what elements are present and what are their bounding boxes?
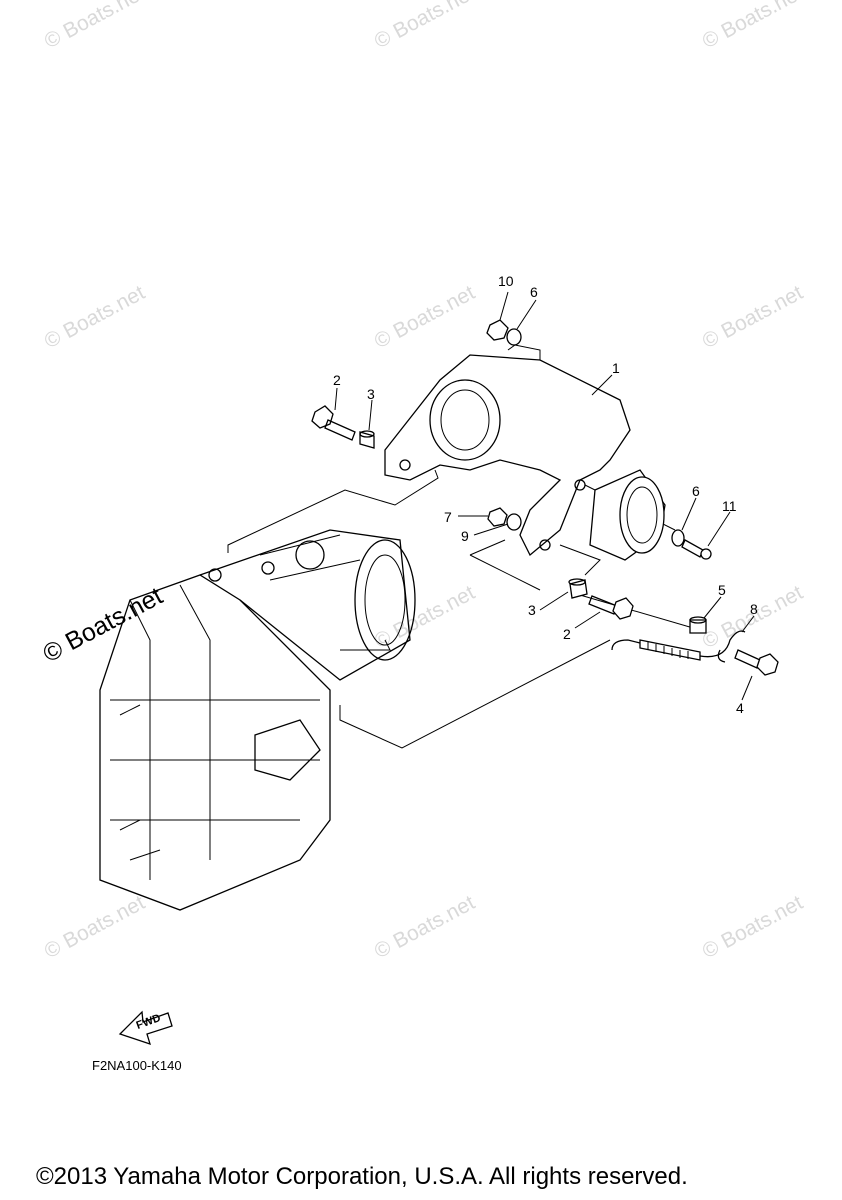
- pump-housing-drawing: [99, 529, 416, 911]
- washer-6-shape: [506, 328, 522, 346]
- callout-1: 1: [612, 360, 620, 376]
- collar-3-top-shape: [359, 430, 375, 449]
- hardware-drawing: [311, 319, 779, 676]
- nozzle-part-1-drawing: [384, 354, 666, 576]
- fwd-arrow-icon: [118, 1010, 173, 1046]
- washer-9-shape: [506, 513, 522, 531]
- bolt-4-shape: [734, 649, 779, 676]
- callout-2-bottom: 2: [563, 626, 571, 642]
- copyright-notice: ©2013 Yamaha Motor Corporation, U.S.A. A…: [36, 1163, 688, 1190]
- callout-2-top: 2: [333, 372, 341, 388]
- bolt-11-shape: [681, 539, 712, 560]
- nut-10-shape: [486, 319, 509, 341]
- callout-4: 4: [736, 700, 744, 716]
- callout-3-bottom: 3: [528, 602, 536, 618]
- leader-lines: [334, 291, 755, 701]
- callout-10: 10: [498, 273, 514, 289]
- assembly-lines: [227, 344, 701, 749]
- bolt-2-top-shape: [311, 405, 356, 441]
- washer-6-right-shape: [671, 529, 685, 547]
- callout-3-top: 3: [367, 386, 375, 402]
- callout-7: 7: [444, 509, 452, 525]
- callout-5: 5: [718, 582, 726, 598]
- callout-11: 11: [722, 498, 737, 514]
- callout-9: 9: [461, 528, 469, 544]
- figure-code: F2NA100-K140: [92, 1058, 182, 1073]
- spring-8-shape: [611, 630, 746, 663]
- nut-7-shape: [487, 507, 508, 527]
- callout-8: 8: [750, 601, 758, 617]
- callout-6-top: 6: [530, 284, 538, 300]
- callout-6-right: 6: [692, 483, 700, 499]
- collar-5-shape: [689, 616, 707, 634]
- collar-3-bottom-shape: [568, 578, 588, 599]
- bolt-2-bottom-shape: [588, 595, 634, 620]
